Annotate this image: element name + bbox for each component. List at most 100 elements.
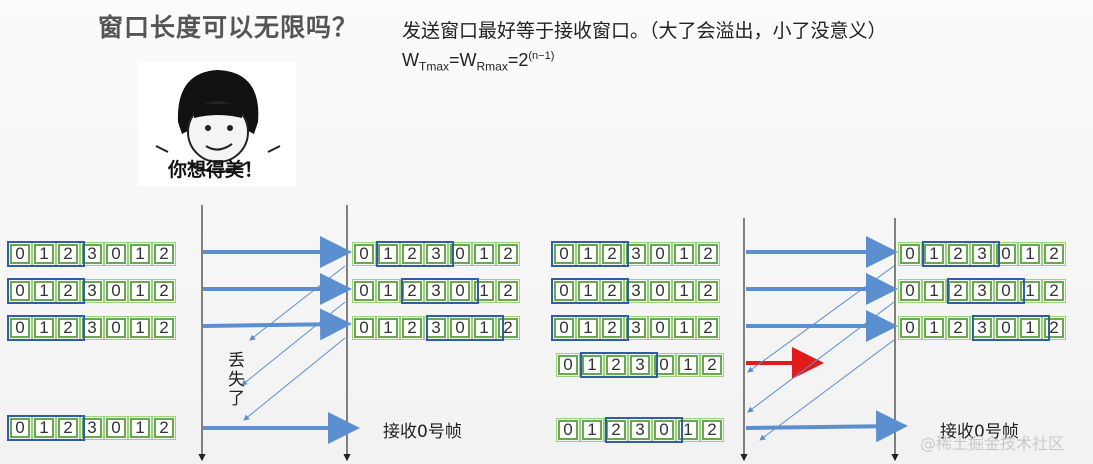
- seq-number-cell: 0: [352, 242, 376, 266]
- seq-number-cell: 0: [8, 242, 32, 266]
- seq-number-cell: 0: [352, 279, 376, 303]
- seq-number-cell: 2: [496, 316, 520, 340]
- seq-number-cell: 0: [652, 353, 676, 377]
- lost-label-char: 失: [228, 370, 245, 390]
- seq-number-cell: 2: [56, 279, 80, 303]
- seq-number-cell: 0: [648, 242, 672, 266]
- page-title: 窗口长度可以无限吗？: [98, 13, 359, 42]
- seq-number-cell: 0: [104, 316, 128, 340]
- seq-number-cell: 2: [600, 316, 624, 340]
- seq-number-cell: 1: [676, 353, 700, 377]
- seq-number-cell: 1: [472, 279, 496, 303]
- seq-number-cell: 1: [1018, 279, 1042, 303]
- seq-number-cell: 2: [696, 316, 720, 340]
- seq-number-cell: 2: [1042, 279, 1066, 303]
- formula-exp: (n−1): [528, 50, 555, 62]
- seq-number-cell: 0: [104, 279, 128, 303]
- seq-number-cell: 1: [672, 279, 696, 303]
- seq-number-cell: 0: [448, 316, 472, 340]
- ack-arrow-lost: [249, 265, 346, 341]
- seq-number-cell: 0: [898, 316, 922, 340]
- ack-arrow-lost: [241, 301, 346, 386]
- seq-number-cell: 3: [424, 242, 448, 266]
- ack-arrow-lost: [243, 337, 346, 421]
- seq-number-cell: 1: [32, 316, 56, 340]
- seq-number-cell: 2: [400, 316, 424, 340]
- seq-number-cell: 1: [676, 418, 700, 442]
- seq-number-cell: 1: [576, 279, 600, 303]
- seq-number-cell: 2: [700, 418, 724, 442]
- seq-number-cell: 2: [56, 242, 80, 266]
- seq-number-cell: 0: [8, 279, 32, 303]
- seq-number-cell: 1: [472, 316, 496, 340]
- ack-arrow: [759, 339, 895, 441]
- seq-number-cell: 0: [898, 279, 922, 303]
- seq-number-cell: 2: [400, 242, 424, 266]
- seq-number-cell: 3: [424, 279, 448, 303]
- seq-number-cell: 1: [922, 316, 946, 340]
- seq-number-cell: 3: [80, 316, 104, 340]
- seq-number-cell: 2: [56, 316, 80, 340]
- seq-number-cell: 1: [672, 316, 696, 340]
- seq-number-cell: 1: [376, 316, 400, 340]
- seq-number-cell: 0: [352, 316, 376, 340]
- watermark: @稀土掘金技术社区: [920, 434, 1065, 453]
- seq-number-cell: 0: [8, 316, 32, 340]
- seq-number-cell: 0: [994, 316, 1018, 340]
- seq-number-cell: 3: [80, 416, 104, 440]
- seq-number-cell: 1: [32, 416, 56, 440]
- lost-label-char: 了: [228, 389, 245, 409]
- formula-t-sub: Tmax: [419, 59, 449, 74]
- seq-number-cell: 3: [970, 242, 994, 266]
- seq-number-cell: 3: [624, 279, 648, 303]
- seq-number-cell: 0: [994, 279, 1018, 303]
- meme-image: [138, 62, 296, 186]
- seq-number-cell: 1: [672, 242, 696, 266]
- seq-number-cell: 2: [700, 353, 724, 377]
- seq-number-cell: 1: [576, 242, 600, 266]
- seq-number-cell: 0: [994, 242, 1018, 266]
- seq-number-cell: 0: [556, 418, 580, 442]
- seq-number-cell: 1: [580, 353, 604, 377]
- seq-number-cell: 3: [624, 242, 648, 266]
- seq-number-cell: 2: [604, 418, 628, 442]
- formula-w: W: [402, 50, 419, 70]
- seq-number-cell: 3: [628, 353, 652, 377]
- seq-number-cell: 3: [624, 316, 648, 340]
- seq-number-cell: 0: [8, 416, 32, 440]
- ack-arrow: [747, 301, 895, 413]
- seq-number-cell: 2: [946, 242, 970, 266]
- seq-number-cell: 2: [152, 242, 176, 266]
- window-formula: WTmax=WRmax=2(n−1): [402, 50, 554, 74]
- formula-r-sub: Rmax: [476, 59, 508, 74]
- seq-number-cell: 2: [604, 353, 628, 377]
- seq-number-cell: 2: [152, 316, 176, 340]
- seq-number-cell: 3: [424, 316, 448, 340]
- seq-number-cell: 1: [128, 316, 152, 340]
- seq-number-cell: 2: [1042, 242, 1066, 266]
- seq-number-cell: 0: [552, 316, 576, 340]
- seq-number-cell: 2: [152, 279, 176, 303]
- subtitle-text: 发送窗口最好等于接收窗口。（大了会溢出，小了没意义）: [402, 20, 887, 42]
- seq-number-cell: 2: [56, 416, 80, 440]
- seq-number-cell: 0: [104, 416, 128, 440]
- frame-arrow: [202, 308, 352, 341]
- seq-number-cell: 2: [152, 416, 176, 440]
- frame-arrow: [745, 410, 908, 443]
- seq-number-cell: 0: [648, 279, 672, 303]
- seq-number-cell: 1: [1018, 242, 1042, 266]
- seq-number-cell: 1: [922, 242, 946, 266]
- meme-face-icon: [155, 70, 281, 173]
- seq-number-cell: 1: [922, 279, 946, 303]
